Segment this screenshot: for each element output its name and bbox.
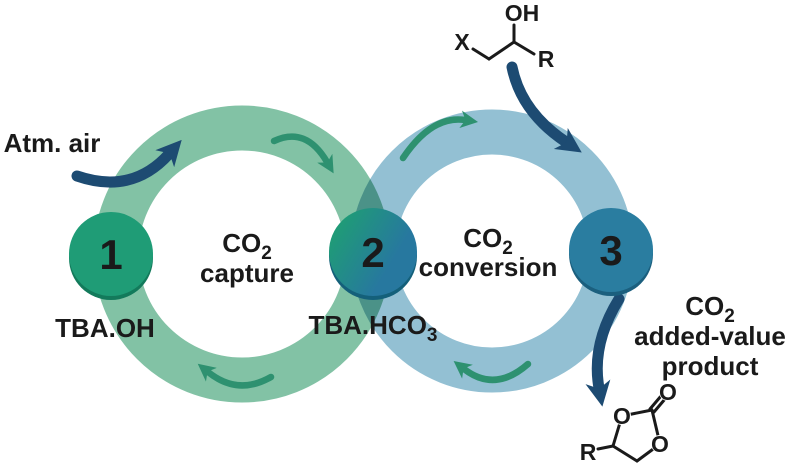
halohydrin-molecule: OH X R bbox=[454, 0, 554, 72]
flow-arrows bbox=[71, 61, 625, 407]
atm-air-inlet-arrow-icon bbox=[71, 139, 182, 188]
cycle-direction-arrows bbox=[197, 110, 532, 389]
hydroxyl-atom-label: OH bbox=[505, 0, 540, 26]
product-formula-label: CO2 bbox=[685, 291, 735, 327]
labels: Atm. air CO2 capture CO2 conversion TBA.… bbox=[4, 128, 786, 381]
bond bbox=[471, 47, 491, 61]
bond bbox=[596, 444, 615, 451]
double-bond bbox=[648, 394, 663, 411]
atom-mask bbox=[659, 383, 677, 401]
conversion-ring-top-arrow-icon bbox=[399, 110, 479, 162]
atm-air-label: Atm. air bbox=[4, 128, 101, 158]
product-outlet-arrow-icon bbox=[585, 293, 625, 407]
halohydrin-inlet-arrow-icon bbox=[506, 61, 582, 153]
carbonyl-oxygen-label: O bbox=[659, 379, 677, 405]
capture-ring-bottom-arrow-icon bbox=[197, 363, 275, 389]
step2-circle bbox=[329, 208, 417, 296]
step2-reagent-label: TBA.HCO3 bbox=[308, 310, 437, 346]
capture-formula-label: CO2 bbox=[222, 228, 272, 264]
carbonate-substituent-label: R bbox=[580, 439, 597, 465]
step3-circle bbox=[569, 208, 653, 292]
conversion-ring-bottom-arrow-icon bbox=[453, 360, 532, 384]
bond bbox=[512, 40, 536, 56]
ring-oxygen-right-label: O bbox=[651, 431, 669, 457]
double-bond bbox=[652, 397, 667, 414]
capture-ring-top-arrow-icon bbox=[270, 133, 334, 174]
step1-number: 1 bbox=[99, 231, 122, 278]
atom-mask bbox=[613, 407, 631, 425]
atom-mask bbox=[651, 435, 669, 453]
conversion-formula-label: CO2 bbox=[463, 223, 513, 259]
step-circles: 1 2 3 bbox=[69, 208, 653, 300]
ring-oxygen-left-label: O bbox=[613, 403, 631, 429]
halohydrin-bonds bbox=[471, 23, 536, 61]
step1-circle bbox=[69, 212, 153, 296]
atom-masks bbox=[613, 383, 677, 453]
product-line3-label: product bbox=[662, 351, 759, 381]
cyclic-carbonate-molecule: O O O R bbox=[580, 379, 677, 465]
substituent-atom-label: R bbox=[538, 46, 555, 72]
bond bbox=[487, 40, 516, 61]
halide-atom-label: X bbox=[454, 29, 470, 55]
capture-action-label: capture bbox=[200, 258, 294, 288]
product-line2-label: added-value bbox=[634, 321, 786, 351]
conversion-action-label: conversion bbox=[419, 252, 558, 282]
bond bbox=[611, 444, 639, 463]
step2-number: 2 bbox=[361, 229, 384, 276]
step3-number: 3 bbox=[599, 227, 622, 274]
step1-reagent-label: TBA.OH bbox=[55, 313, 155, 343]
